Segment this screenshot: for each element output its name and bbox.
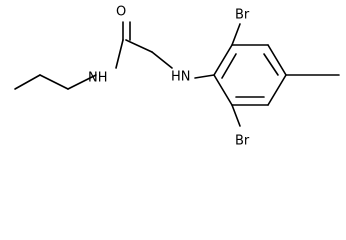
amide-group: [115, 21, 173, 69]
bromine-top-label: Br: [235, 8, 250, 23]
propyl-chain: [14, 74, 97, 90]
bromine-bottom-label: Br: [235, 134, 250, 149]
ring-substituents: [231, 23, 340, 127]
carbonyl-oxygen-label: O: [116, 5, 126, 20]
amide-nitrogen-label: NH: [88, 71, 108, 86]
chemical-structure: O NH HN Br Br: [14, 5, 340, 149]
amine-ring-bond: [194, 74, 215, 79]
amine-nitrogen-label: HN: [171, 70, 191, 85]
benzene-ring: [213, 44, 287, 106]
